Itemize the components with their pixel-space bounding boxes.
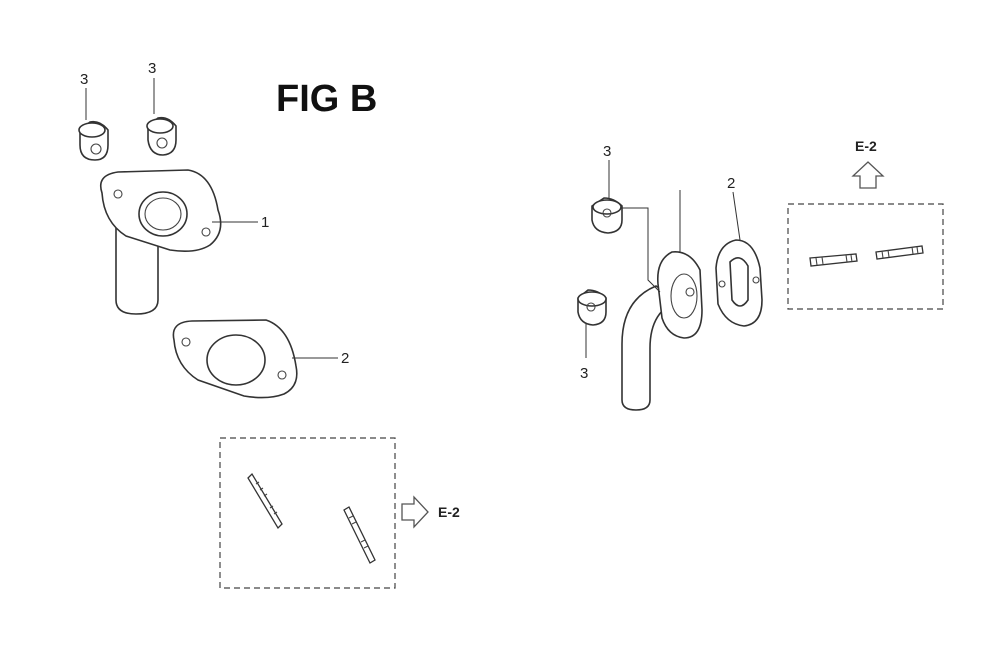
left-stud-a — [247, 472, 283, 530]
left-reference-label: E-2 — [438, 504, 460, 520]
left-callout-3a: 3 — [80, 71, 88, 88]
left-studs-box — [219, 437, 396, 589]
right-gasket — [715, 239, 763, 327]
left-nut-b — [146, 116, 177, 156]
left-callout-3b: 3 — [148, 60, 156, 77]
left-callout-2: 2 — [341, 350, 349, 367]
right-reference-label: E-2 — [855, 138, 877, 154]
left-gasket — [172, 319, 298, 399]
left-stud-b — [343, 506, 376, 564]
right-callout-3a: 3 — [603, 143, 611, 160]
left-reference-arrow — [401, 495, 429, 529]
figure-title: FIG B — [276, 78, 377, 120]
right-nut-a — [591, 197, 623, 234]
right-reference-arrow — [851, 161, 885, 189]
right-stud-b — [875, 245, 924, 260]
right-exhaust-elbow — [621, 251, 703, 411]
right-nut-b — [577, 289, 607, 326]
right-callout-2: 2 — [727, 175, 735, 192]
left-nut-a — [78, 120, 109, 161]
left-callout-1: 1 — [261, 214, 269, 231]
right-studs-box — [787, 203, 944, 310]
right-stud-a — [809, 253, 858, 267]
left-exhaust-pipe — [99, 169, 222, 315]
right-callout-3b: 3 — [580, 365, 588, 382]
